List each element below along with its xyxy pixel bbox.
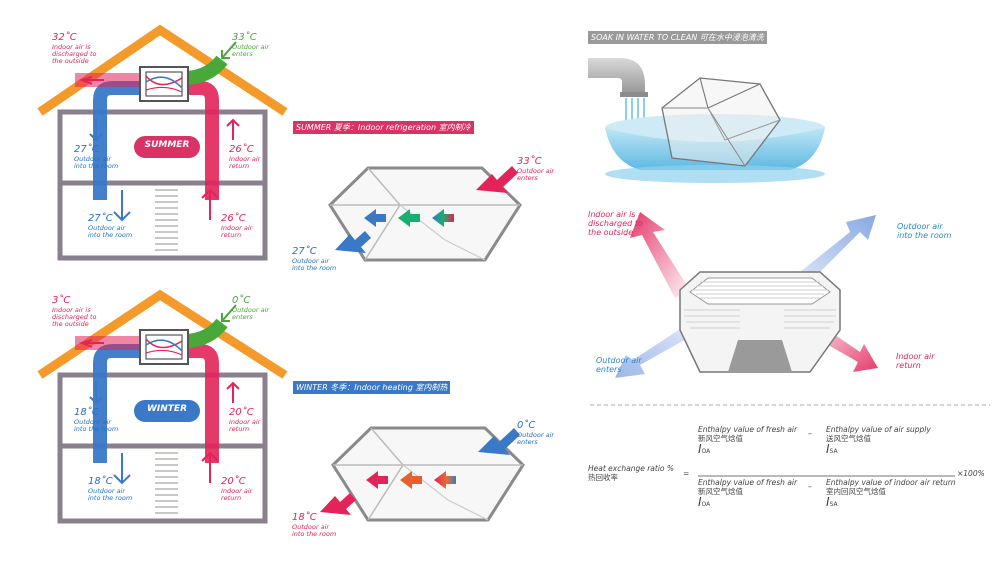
big-exchanger [615,212,878,378]
summer-room-down-callout: 27˚C Outdoor air into the room [88,213,133,239]
summer-exchanger-cube [328,166,522,262]
summer-badge: SUMMER [144,140,190,150]
formula-num-a: Enthalpy value of fresh air 新风空气焓值 IOA [698,425,798,457]
formula-times-100: ×100% [957,469,985,478]
summer-title: SUMMER 夏季：Indoor refrigeration 室内制冷 [293,121,474,134]
soak-title: SOAK IN WATER TO CLEAN 可在水中浸泡清洗 [588,31,767,44]
formula-minus-1: – [808,429,812,438]
winter-house [37,289,288,524]
summer-return-down-callout: 26˚C Indoor air return [221,213,253,239]
winter-room-down-callout: 18˚C Outdoor air into the room [88,476,133,502]
winter-cube-in-callout: 0˚C Outdoor air enters [517,420,555,446]
outdoor-into-room-label: Outdoor air into the room [897,222,952,241]
winter-title: WINTER 冬季：Indoor heating 室内制热 [293,381,451,394]
summer-enter-callout: 33˚C Outdoor air enters [232,32,270,58]
formula-den-a: Enthalpy value of fresh air 新风空气焓值 IOA [698,478,798,510]
formula-den-b: Enthalpy value of indoor air return 室内回风… [826,478,956,510]
summer-room-up-callout: 27˚C Outdoor air into the room [74,144,119,170]
winter-enter-callout: 0˚C Outdoor air enters [232,295,270,321]
winter-exchanger-cube [320,426,525,522]
winter-return-down-callout: 20˚C Indoor air return [221,476,253,502]
winter-return-up-callout: 20˚C Indoor air return [229,407,261,433]
outdoor-enters-label: Outdoor air enters [596,356,642,375]
summer-return-up-callout: 26˚C Indoor air return [229,144,261,170]
summer-cube-out-callout: 27˚C Outdoor air into the room [292,246,337,272]
winter-badge: WINTER [146,404,188,414]
summer-house [37,24,288,261]
winter-room-up-callout: 18˚C Outdoor air into the room [74,407,119,433]
formula-minus-2: – [808,482,812,491]
soak-illustration [588,58,825,183]
indoor-discharged-label: Indoor air is discharged to the outside [588,210,643,238]
winter-discharge-callout: 3˚C Indoor air is discharged to the outs… [52,295,97,329]
formula-equals: = [683,469,690,478]
indoor-return-label: Indoor air return [896,352,935,371]
summer-discharge-callout: 32˚C Indoor air is discharged to the out… [52,32,97,66]
winter-cube-out-callout: 18˚C Outdoor air into the room [292,512,337,538]
formula-lhs: Heat exchange ratio % 热回收率 [588,464,675,482]
formula-num-b: Enthalpy value of air supply 送风空气焓值 ISA [826,425,931,457]
summer-cube-in-callout: 33˚C Outdoor air enters [517,156,555,182]
